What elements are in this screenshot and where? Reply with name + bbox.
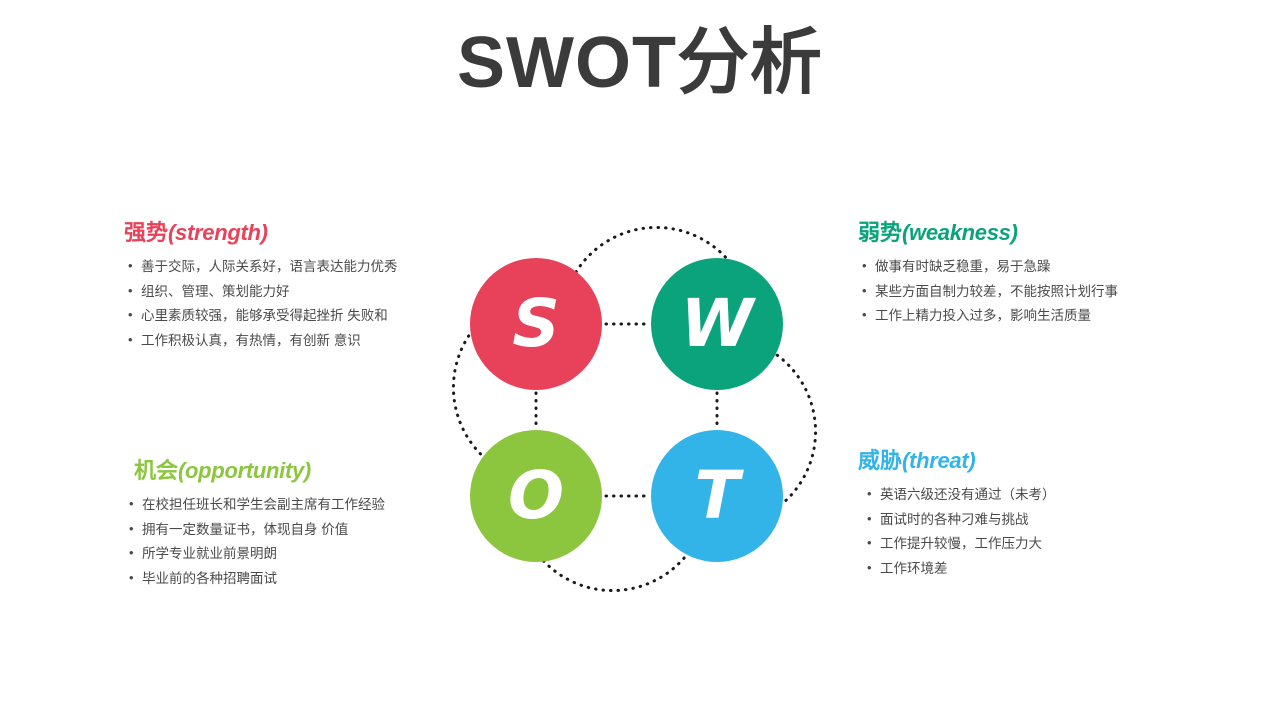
quadrant-heading-en: (threat) [902, 448, 976, 473]
quadrant-heading-en: (opportunity) [178, 458, 311, 483]
petal-arc-bottom [530, 544, 695, 593]
quadrant-heading-opportunity: 机会(opportunity) [134, 458, 385, 484]
swot-node-weakness[interactable]: W [651, 258, 783, 390]
list-item: 拥有一定数量证书，体现自身 价值 [129, 522, 385, 537]
quadrant-list-weakness: 做事有时缺乏稳重，易于急躁 某些方面自制力较差，不能按照计划行事 工作上精力投入… [862, 259, 1118, 323]
quadrant-heading-cn: 威胁 [858, 448, 903, 473]
swot-node-letter: S [512, 285, 560, 362]
swot-node-strength[interactable]: S [470, 258, 602, 390]
swot-node-letter: T [694, 457, 740, 534]
list-item: 工作提升较慢，工作压力大 [867, 536, 1056, 551]
swot-node-letter: W [680, 285, 754, 362]
list-item: 做事有时缺乏稳重，易于急躁 [862, 259, 1118, 274]
list-item: 英语六级还没有通过（未考） [867, 487, 1056, 502]
swot-node-threat[interactable]: T [651, 430, 783, 562]
petal-connector-graphic [451, 225, 818, 593]
list-item: 工作上精力投入过多，影响生活质量 [862, 308, 1118, 323]
quadrant-heading-cn: 弱势 [858, 220, 903, 245]
list-item: 在校担任班长和学生会副主席有工作经验 [129, 497, 385, 512]
quadrant-list-opportunity: 在校担任班长和学生会副主席有工作经验 拥有一定数量证书，体现自身 价值 所学专业… [129, 497, 385, 586]
quadrant-opportunity: 机会(opportunity) 在校担任班长和学生会副主席有工作经验 拥有一定数… [129, 458, 385, 596]
quadrant-heading-en: (weakness) [902, 220, 1018, 245]
list-item: 某些方面自制力较差，不能按照计划行事 [862, 284, 1118, 299]
list-item: 心里素质较强，能够承受得起挫折 失败和 [128, 308, 398, 323]
quadrant-heading-strength: 强势(strength) [124, 220, 398, 246]
petal-arc-top [574, 225, 739, 274]
quadrant-list-threat: 英语六级还没有通过（未考） 面试时的各种刁难与挑战 工作提升较慢，工作压力大 工… [867, 487, 1056, 576]
page-title: SWOT分析 [457, 23, 823, 103]
quadrant-list-strength: 善于交际，人际关系好，语言表达能力优秀 组织、管理、策划能力好 心里素质较强，能… [128, 259, 398, 348]
swot-node-letter: O [507, 457, 565, 534]
quadrant-heading-cn: 强势 [124, 220, 169, 245]
list-item: 所学专业就业前景明朗 [129, 546, 385, 561]
petal-arc-right [769, 349, 818, 514]
list-item: 工作环境差 [867, 561, 1056, 576]
list-item: 毕业前的各种招聘面试 [129, 571, 385, 586]
list-item: 工作积极认真，有热情，有创新 意识 [128, 333, 398, 348]
quadrant-heading-cn: 机会 [134, 458, 179, 483]
quadrant-strength: 强势(strength) 善于交际，人际关系好，语言表达能力优秀 组织、管理、策… [124, 220, 398, 358]
swot-diagram: S W O T [410, 185, 860, 635]
list-item: 组织、管理、策划能力好 [128, 284, 398, 299]
quadrant-heading-weakness: 弱势(weakness) [858, 220, 1118, 246]
quadrant-weakness: 弱势(weakness) 做事有时缺乏稳重，易于急躁 某些方面自制力较差，不能按… [858, 220, 1118, 334]
quadrant-heading-en: (strength) [168, 220, 268, 245]
list-item: 面试时的各种刁难与挑战 [867, 512, 1056, 527]
list-item: 善于交际，人际关系好，语言表达能力优秀 [128, 259, 398, 274]
swot-node-opportunity[interactable]: O [470, 430, 602, 562]
quadrant-heading-threat: 威胁(threat) [858, 448, 1056, 474]
quadrant-threat: 威胁(threat) 英语六级还没有通过（未考） 面试时的各种刁难与挑战 工作提… [858, 448, 1056, 586]
